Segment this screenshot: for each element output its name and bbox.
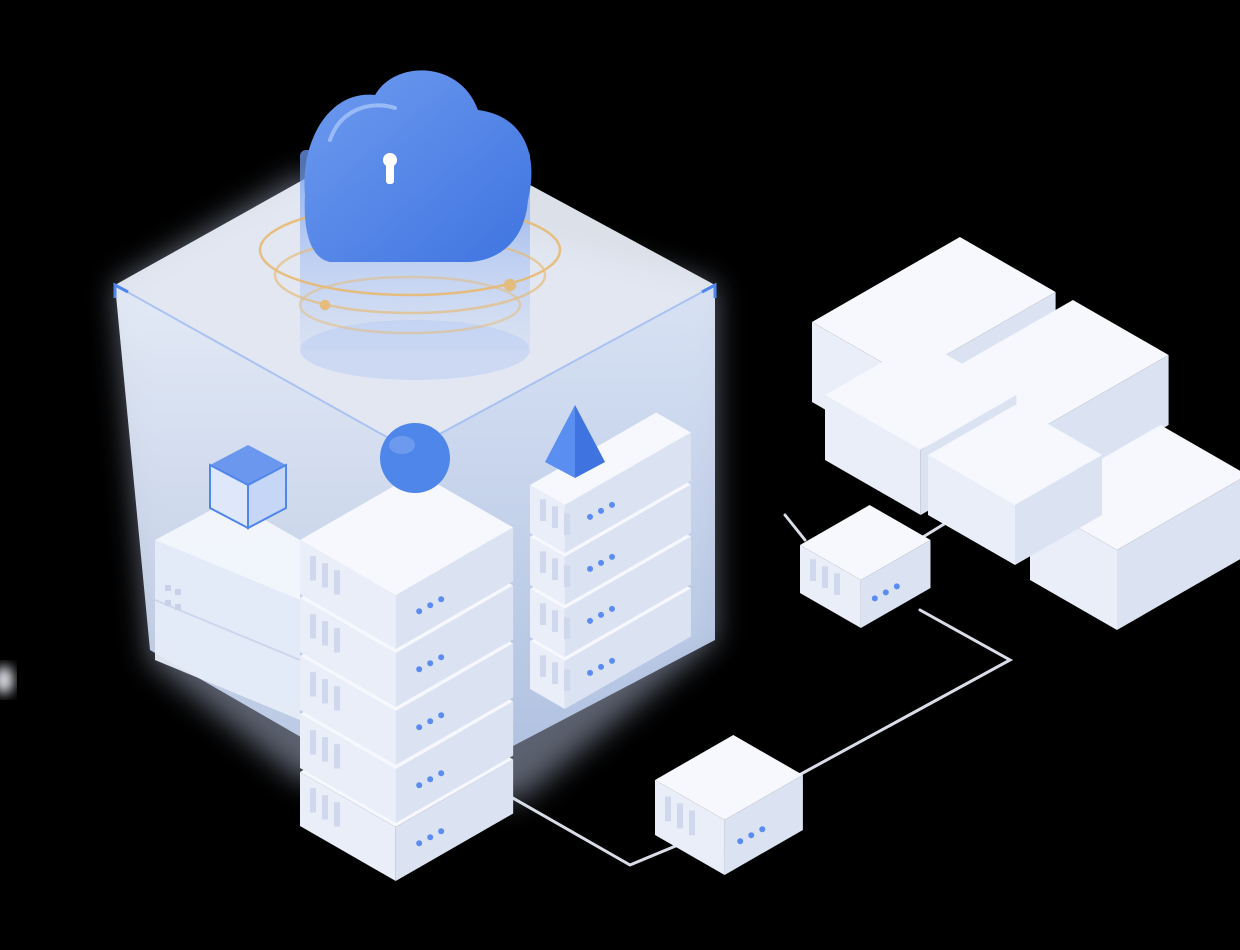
status-led (587, 565, 594, 572)
status-led (427, 718, 434, 725)
vent-slot (665, 796, 671, 822)
cable-router-left (783, 513, 807, 542)
status-led (438, 596, 445, 603)
status-led (427, 834, 434, 841)
vent-slot (322, 795, 328, 820)
vent-slot (310, 672, 316, 697)
status-led (893, 583, 900, 590)
server-unit (530, 412, 691, 553)
keyhole-icon (383, 153, 397, 184)
vent-slot (322, 679, 328, 704)
vent-slot (334, 570, 340, 595)
vent-slot (334, 744, 340, 769)
status-led (609, 501, 616, 508)
cloud-lock-icon (304, 70, 532, 262)
vent-slot (540, 603, 546, 625)
vent-slot (322, 563, 328, 588)
status-led (609, 605, 616, 612)
vent-slot (834, 573, 840, 595)
pyramid-icon (545, 405, 605, 478)
status-led (598, 507, 605, 514)
vent-slot (310, 730, 316, 755)
status-led (427, 660, 434, 667)
vent-slot (334, 686, 340, 711)
status-led (427, 776, 434, 783)
status-led (882, 589, 889, 596)
vent-slot (310, 614, 316, 639)
router-upper (800, 505, 931, 628)
storage-block (928, 405, 1102, 565)
storage-blocks (812, 237, 1240, 630)
vent-slot (677, 803, 683, 829)
vent-slot (552, 506, 558, 528)
vent-slot (810, 559, 816, 581)
vent-slot (540, 551, 546, 573)
server-unit (300, 472, 514, 649)
status-led (598, 663, 605, 670)
status-led (427, 602, 434, 609)
vent-slot (310, 788, 316, 813)
vent-slot (334, 628, 340, 653)
vent-slot (564, 513, 570, 535)
vent-slot (564, 565, 570, 587)
status-led (598, 559, 605, 566)
status-led (416, 608, 423, 615)
status-led (438, 828, 445, 835)
status-led (416, 724, 423, 731)
edge-highlight (0, 666, 13, 694)
status-led (438, 712, 445, 719)
status-led (871, 595, 878, 602)
vent-slot (564, 669, 570, 691)
vent-slot (322, 621, 328, 646)
status-led (587, 669, 594, 676)
vent-slot (822, 566, 828, 588)
router-lower (655, 735, 803, 875)
status-led (609, 657, 616, 664)
status-led (438, 770, 445, 777)
status-led (587, 617, 594, 624)
vent-slot (540, 655, 546, 677)
sphere-icon (380, 423, 450, 493)
vent-slot (564, 617, 570, 639)
switch-device (655, 735, 803, 875)
status-led (438, 654, 445, 661)
vent-slot (334, 802, 340, 827)
server-stack-right (530, 412, 691, 709)
status-led (598, 611, 605, 618)
status-led (759, 826, 766, 833)
cable-switch-to-router (788, 608, 1014, 782)
vent-slot (310, 556, 316, 581)
vent-slot (552, 610, 558, 632)
status-led (587, 513, 594, 520)
status-led (737, 838, 744, 845)
vent-slot (552, 558, 558, 580)
cube-icon (209, 445, 287, 530)
status-led (748, 832, 755, 839)
status-led (416, 840, 423, 847)
vent-slot (540, 499, 546, 521)
status-led (416, 782, 423, 789)
server-stack-left (154, 500, 301, 720)
cable-main-to-switch (488, 783, 692, 867)
vent-slot (552, 662, 558, 684)
status-led (416, 666, 423, 673)
status-led (609, 553, 616, 560)
vent-slot (689, 810, 695, 836)
router-device (800, 505, 931, 628)
server-stack-middle (300, 472, 514, 881)
vent-slot (322, 737, 328, 762)
